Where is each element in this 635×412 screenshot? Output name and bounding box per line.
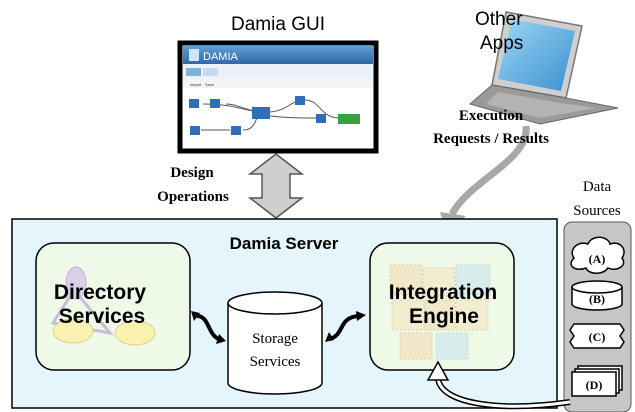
link-arrowhead: [191, 311, 200, 321]
damia-gui-title: Damia GUI: [231, 14, 325, 35]
data-source-b[interactable]: (B): [571, 280, 623, 311]
laptop-icon: [468, 11, 619, 125]
link-arrowhead: [325, 332, 334, 342]
database-icon: [571, 280, 623, 294]
execution-arrow: [448, 125, 530, 216]
gui-flow-nodes[interactable]: [189, 96, 360, 135]
execution-label-line2: Requests / Results: [433, 131, 549, 147]
puzzle-icon: [389, 264, 491, 360]
link-arrowhead: [216, 334, 226, 344]
cloud-icon: [570, 236, 625, 274]
directory-tree-icon: [50, 266, 156, 346]
damia-gui-window[interactable]: DAMIA Admin | Sign out Import Save: [177, 40, 379, 154]
design-label-line1: Design: [170, 165, 214, 181]
data-source-c[interactable]: (C): [569, 323, 625, 349]
document-icon: [569, 323, 625, 349]
documents-icon: [571, 371, 617, 397]
integration-engine-box[interactable]: Integration Engine: [369, 242, 515, 371]
data-sources-title-line2: Sources: [573, 203, 621, 219]
data-flow-arrow-head: [426, 360, 450, 381]
design-label-line2: Operations: [157, 189, 229, 205]
link-arrowhead: [356, 311, 366, 321]
storage-engine-link: [329, 314, 359, 341]
gui-tab[interactable]: [203, 68, 218, 76]
damia-logo-icon: [189, 49, 199, 61]
data-sources-title-line1: Data: [583, 179, 612, 195]
data-source-d[interactable]: (D): [571, 365, 623, 397]
storage-services-cylinder[interactable]: Storage Services: [227, 291, 323, 395]
gui-tab[interactable]: [186, 68, 201, 76]
design-operations-arrow: [247, 153, 305, 219]
directory-services-box[interactable]: Directory Services: [35, 242, 191, 371]
